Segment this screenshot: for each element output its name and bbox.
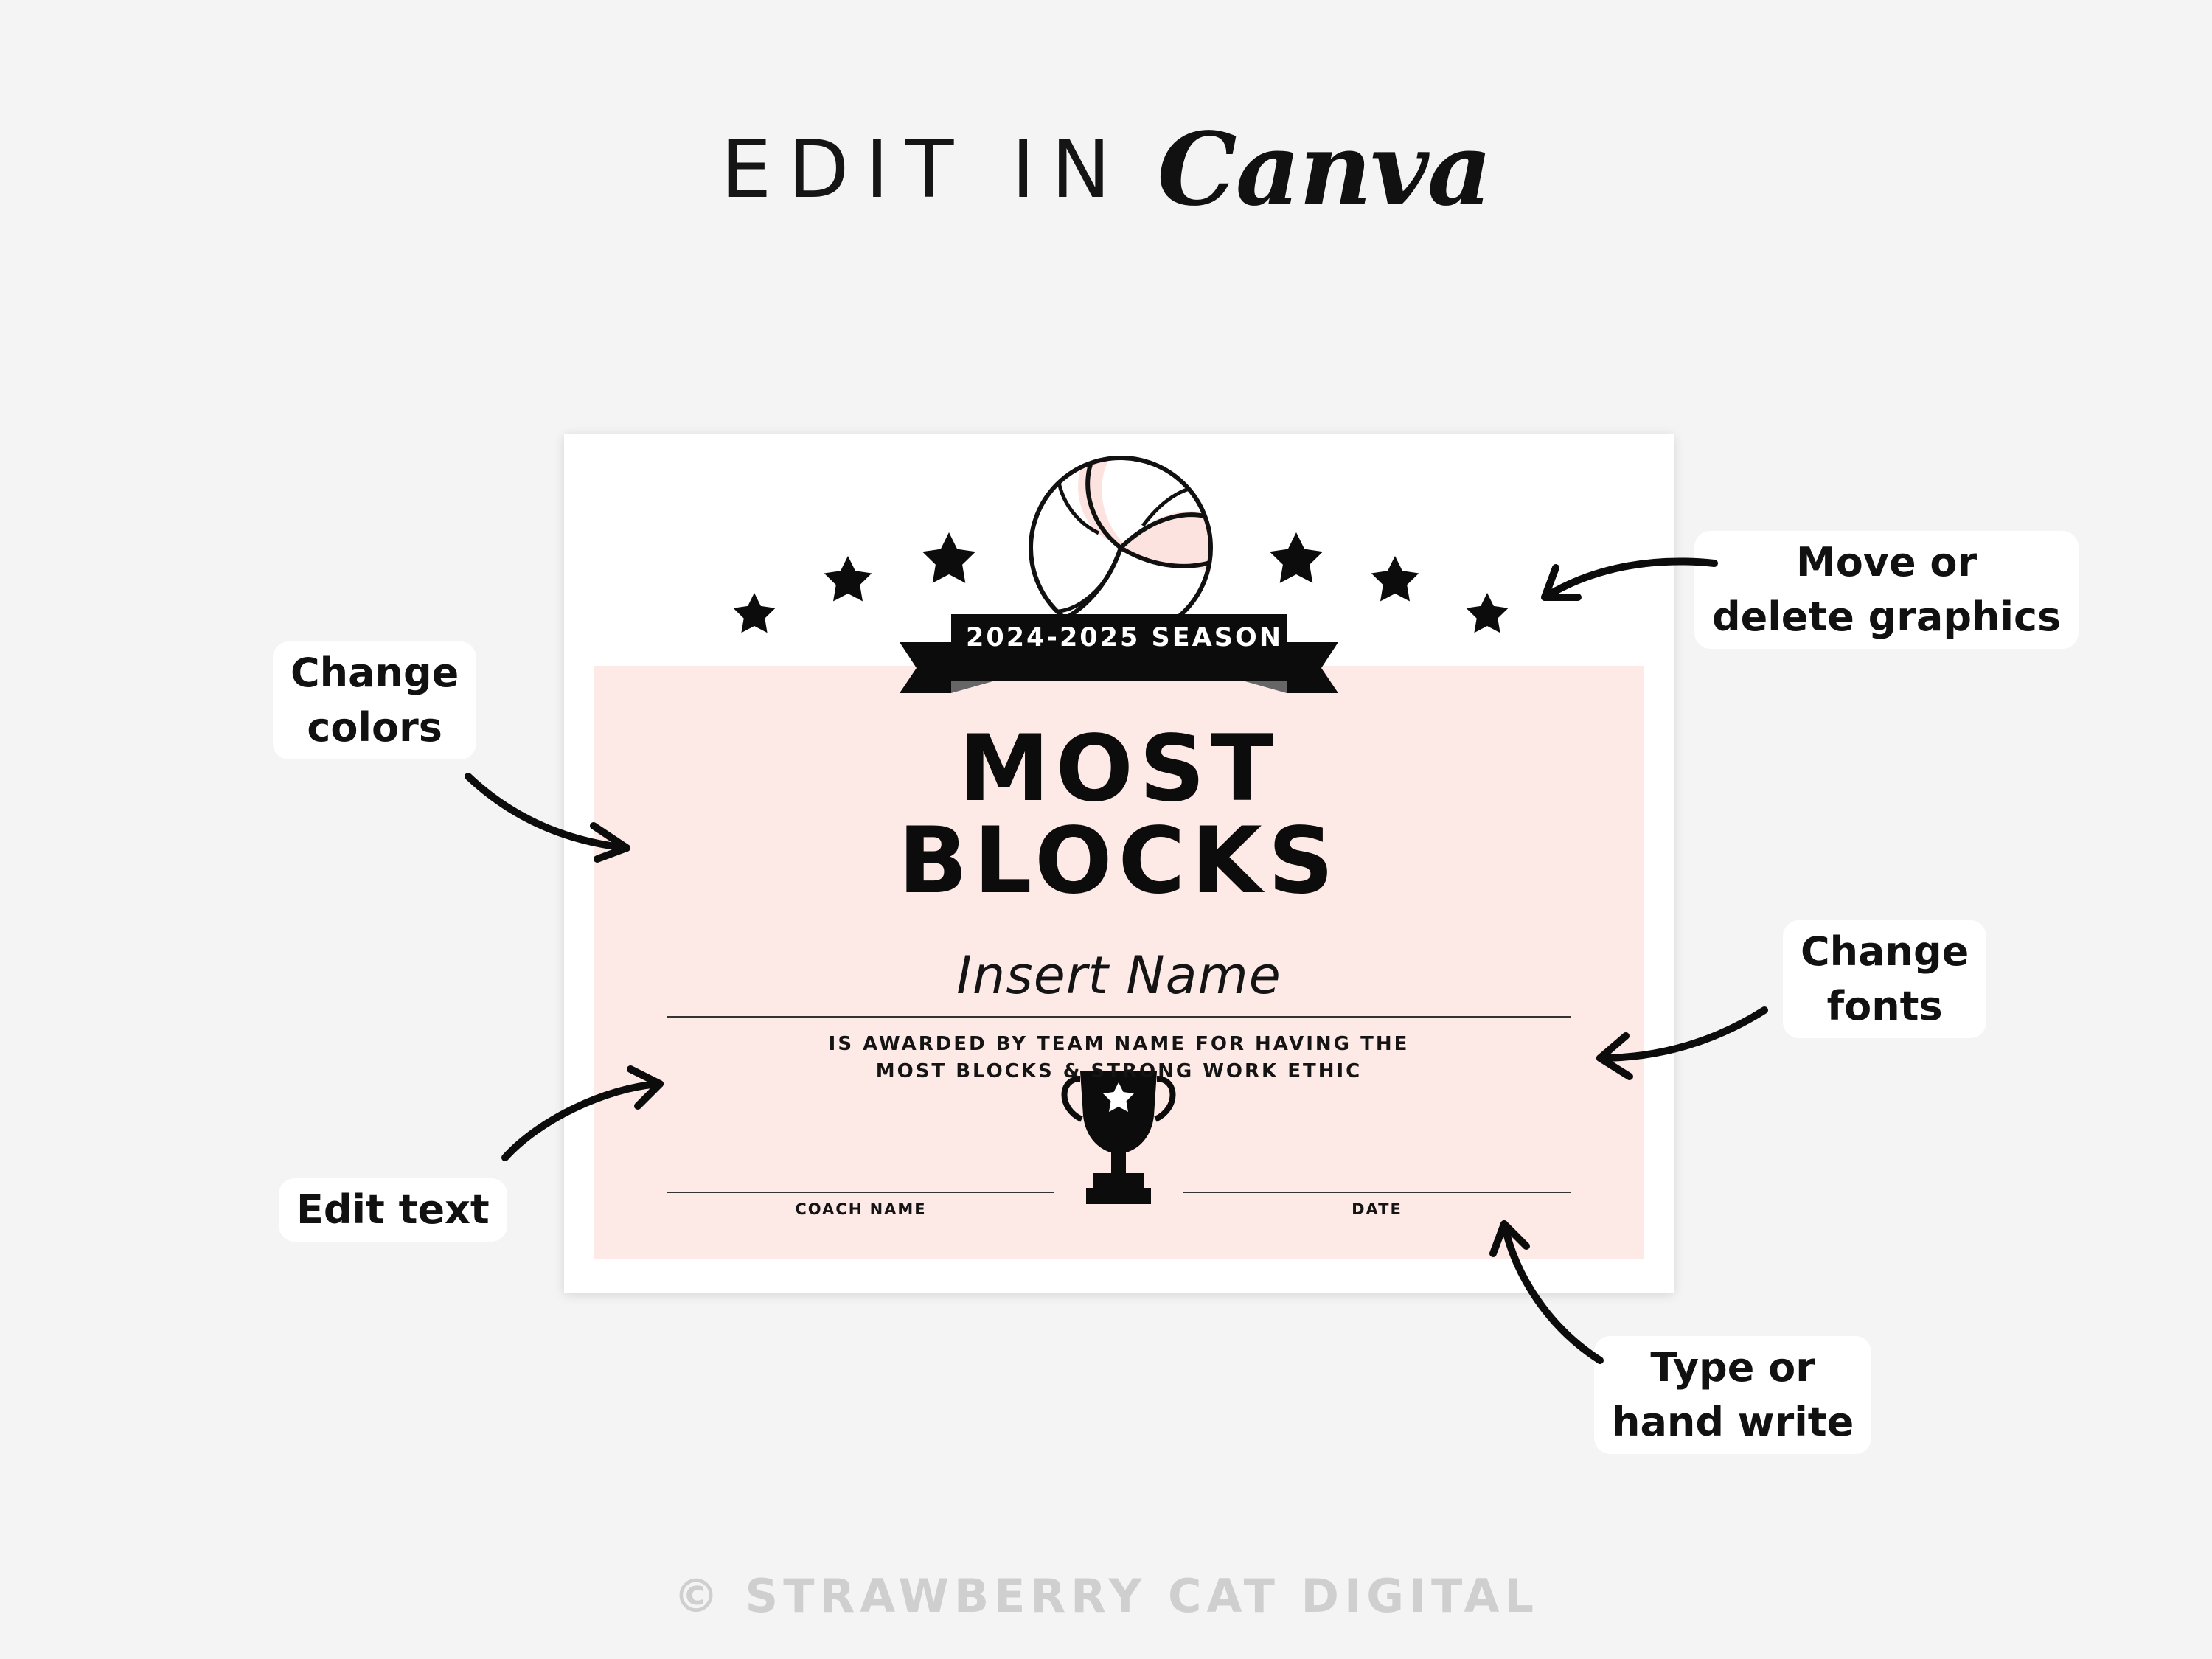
callout-text: hand write: [1612, 1399, 1854, 1445]
award-title-line1: MOST: [959, 716, 1279, 822]
coach-name-label: COACH NAME: [795, 1200, 927, 1218]
star-icon: [922, 532, 976, 583]
season-label: 2024-2025 SEASON: [966, 623, 1283, 653]
canva-logo: Canva: [1157, 111, 1492, 229]
copyright-footer: © STRAWBERRY CAT DIGITAL: [672, 1569, 1540, 1623]
callout-type-hand-write: Type or hand write: [1594, 1336, 1872, 1454]
coach-signature-line: [667, 1192, 1054, 1193]
callout-text: Move or: [1795, 539, 1978, 585]
star-icon: [824, 556, 872, 602]
award-description-line1: IS AWARDED BY TEAM NAME FOR HAVING THE: [828, 1033, 1410, 1055]
callout-edit-text: Edit text: [279, 1178, 507, 1242]
trophy-icon: [1061, 1071, 1176, 1204]
date-label: DATE: [1352, 1200, 1402, 1218]
name-signature-line: [667, 1016, 1571, 1018]
callout-text: Edit text: [296, 1186, 490, 1233]
callout-text: Type or: [1650, 1344, 1815, 1391]
callout-text: fonts: [1826, 983, 1943, 1029]
volleyball-icon: [1029, 456, 1213, 640]
star-icon: [733, 593, 776, 633]
callout-move-graphics: Move or delete graphics: [1694, 531, 2079, 649]
callout-text: delete graphics: [1712, 594, 2062, 640]
certificate-preview: 2024-2025 SEASON MOST BLOCKS Insert Name…: [564, 434, 1674, 1293]
callout-change-fonts: Change fonts: [1783, 920, 1987, 1038]
callout-text: Change: [291, 650, 459, 696]
callout-text: Change: [1801, 928, 1969, 975]
star-icon: [1466, 593, 1509, 633]
star-icon: [1371, 556, 1419, 602]
award-description-line2: MOST BLOCKS & STRONG WORK ETHIC: [875, 1060, 1363, 1082]
date-signature-line: [1183, 1192, 1571, 1193]
callout-text: colors: [307, 704, 442, 751]
recipient-name-placeholder: Insert Name: [956, 945, 1281, 1006]
season-ribbon: [900, 614, 1338, 693]
edit-in-heading: EDIT IN: [721, 123, 1127, 216]
star-icon: [1269, 532, 1324, 583]
award-title-line2: BLOCKS: [898, 808, 1340, 914]
callout-change-colors: Change colors: [273, 641, 477, 759]
certificate-graphics: [733, 456, 1509, 1204]
page-header: EDIT IN Canva: [0, 111, 2212, 229]
